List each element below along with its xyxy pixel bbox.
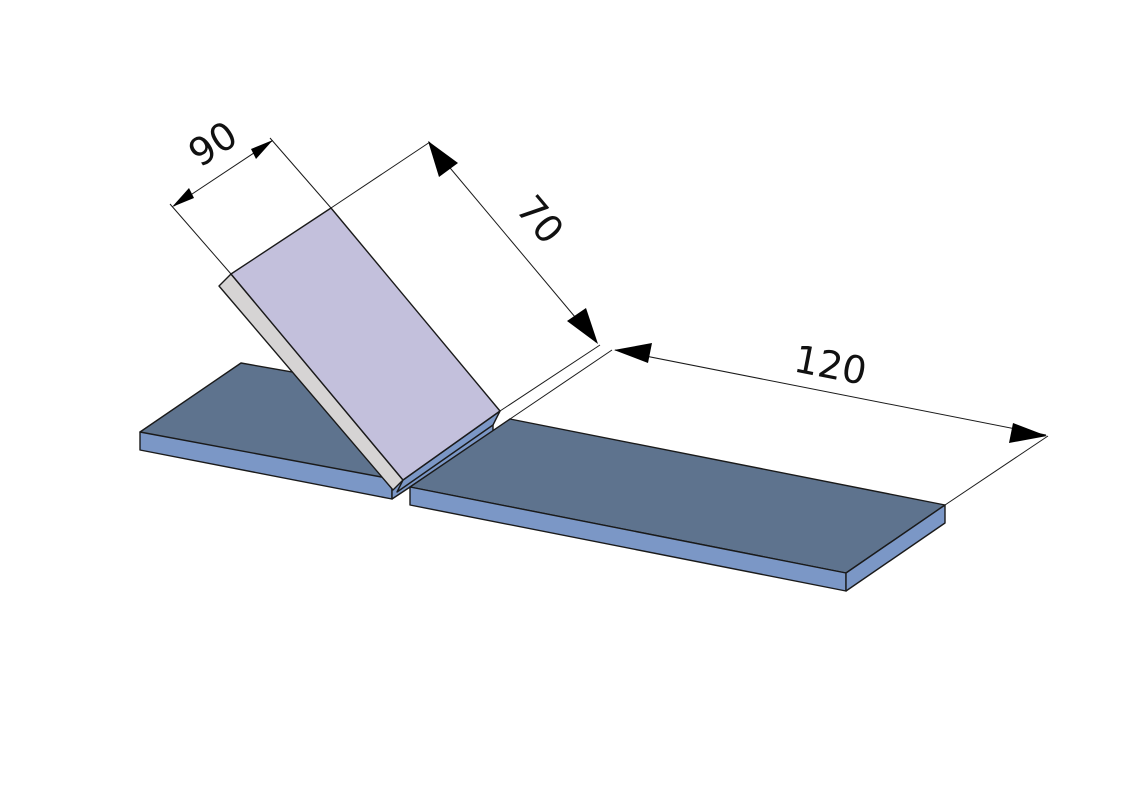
- seat-extension-line-left: [509, 349, 613, 420]
- width-arrow-right: [251, 140, 273, 159]
- seat-arrow-left: [614, 343, 652, 363]
- backrest-arrow-bottom: [567, 308, 598, 344]
- seat-arrow-right: [1009, 423, 1047, 443]
- seat-length-label: 120: [791, 337, 871, 394]
- backrest-extension-line-top: [330, 141, 431, 209]
- right-seat-panel: [409, 418, 946, 592]
- backrest-dimension-line: [429, 143, 597, 343]
- backrest-extension-line-bottom: [499, 344, 601, 412]
- width-extension-line-left: [169, 203, 232, 275]
- width-extension-line-right: [269, 137, 332, 209]
- backrest-arrow-top: [428, 141, 458, 177]
- backrest-panel: [218, 207, 501, 493]
- seat-extension-line-right: [944, 435, 1049, 506]
- right-panel-right-side: [845, 504, 946, 592]
- width-arrow-left: [172, 188, 194, 207]
- backrest-length-label: 70: [508, 187, 573, 252]
- width-label: 90: [181, 112, 246, 175]
- seat-dimension-line: [614, 349, 1047, 436]
